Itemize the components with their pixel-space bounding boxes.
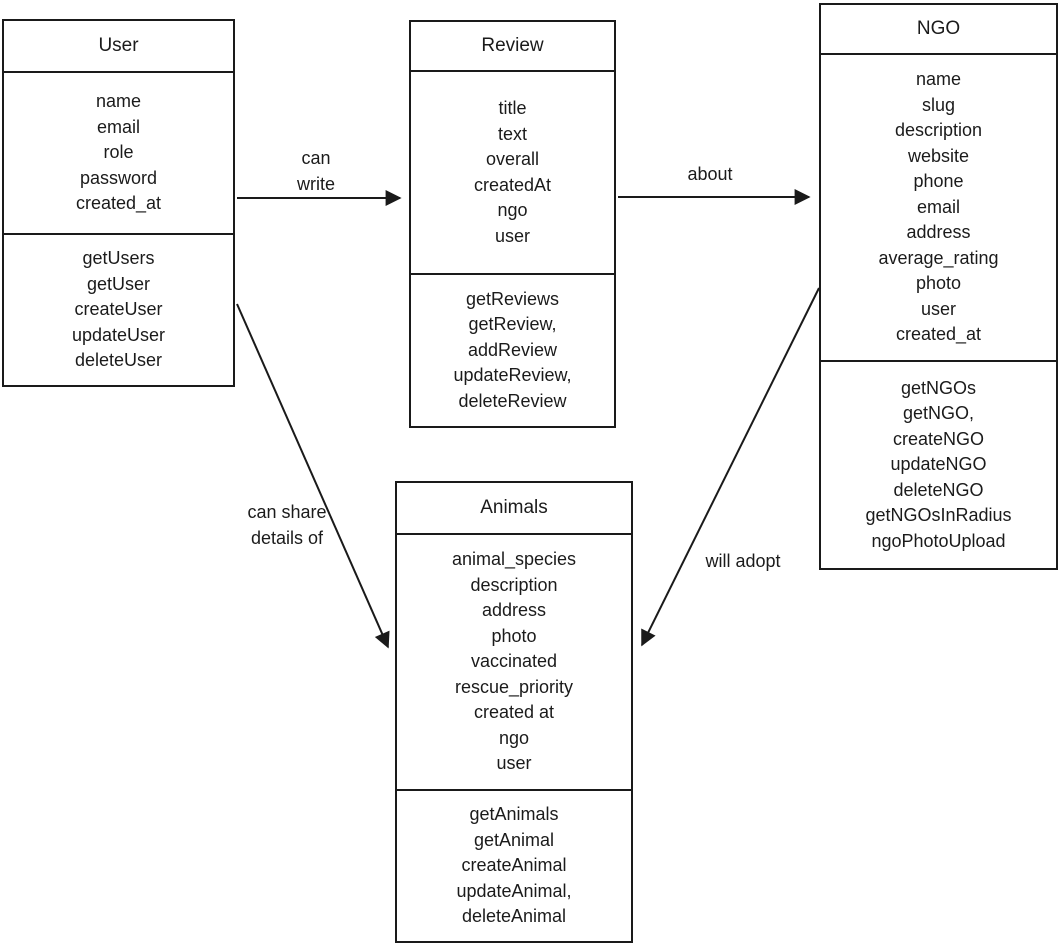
entity-user-attributes: name email role password created_at <box>4 73 233 235</box>
attribute: ngo <box>497 200 528 220</box>
edge-label-will-adopt: will adopt <box>691 549 795 575</box>
edge-label-can-share-details-of: can share details of <box>217 500 357 551</box>
edge-label-line: about <box>687 164 733 184</box>
method: getAnimals <box>469 804 559 825</box>
method: createAnimal <box>461 855 567 876</box>
entity-review: Review title text overall createdAt ngo … <box>409 20 616 428</box>
attribute: created_at <box>895 324 982 345</box>
method: getReview, <box>468 314 557 335</box>
method: deleteAnimal <box>461 906 567 927</box>
method: deleteNGO <box>893 479 984 500</box>
entity-user-title: User <box>4 21 233 73</box>
attribute: ngo <box>498 727 530 748</box>
attribute: name <box>95 91 142 112</box>
method: createNGO <box>892 428 985 449</box>
attribute: createdAt <box>473 174 552 195</box>
entity-animals-attributes: animal_species description address photo… <box>397 535 631 791</box>
method: getNGOs <box>900 377 977 398</box>
attribute: password <box>79 167 158 188</box>
attribute: photo <box>491 625 537 646</box>
method: getNGO, <box>902 403 975 424</box>
attribute: email <box>916 196 960 217</box>
entity-review-attributes: title text overall createdAt ngo user <box>411 72 614 275</box>
attribute: vaccinated <box>470 651 558 672</box>
method: getUsers <box>82 248 155 269</box>
attribute: address <box>481 600 547 621</box>
attribute: photo <box>915 273 962 294</box>
edge-label-about: about <box>670 162 750 188</box>
attribute: user <box>920 298 956 319</box>
arrow-user-to-animals <box>236 303 390 649</box>
edge-label-line: details of <box>250 527 324 548</box>
edge-label-line: will adopt <box>705 551 781 571</box>
attribute: overall <box>485 149 540 169</box>
attribute: role <box>103 142 134 163</box>
entity-review-title: Review <box>411 22 614 72</box>
method: updateAnimal, <box>456 880 572 901</box>
arrow-ngo-to-animals <box>641 287 820 647</box>
entity-animals-title: Animals <box>397 483 631 535</box>
method: updateUser <box>71 324 166 345</box>
edge-label-can-write: can write <box>276 146 356 197</box>
attribute: user <box>496 753 532 774</box>
attribute: created at <box>473 702 555 723</box>
attribute: slug <box>921 94 956 115</box>
entity-ngo-attributes: name slug description website phone emai… <box>821 55 1056 362</box>
entity-animals: Animals animal_species description addre… <box>395 481 633 943</box>
method: getReviews <box>465 288 560 309</box>
method: addReview <box>467 339 558 360</box>
edge-label-line: can <box>301 148 331 168</box>
method: deleteReview <box>458 390 567 411</box>
attribute: average_rating <box>878 247 999 268</box>
attribute: email <box>96 116 140 137</box>
edge-label-line: can share <box>247 502 327 522</box>
attribute: address <box>906 222 971 243</box>
attribute: description <box>894 120 983 141</box>
attribute: website <box>907 145 970 166</box>
method: getAnimal <box>473 829 555 850</box>
attribute: title <box>498 98 527 118</box>
entity-ngo-methods: getNGOs getNGO, createNGO updateNGO dele… <box>821 362 1056 568</box>
entity-user-methods: getUsers getUser createUser updateUser d… <box>4 235 233 385</box>
method: getUser <box>86 273 151 294</box>
method: createUser <box>74 299 163 320</box>
attribute: phone <box>913 171 964 192</box>
entity-user: User name email role password created_at… <box>2 19 235 387</box>
attribute: rescue_priority <box>454 676 574 697</box>
entity-animals-methods: getAnimals getAnimal createAnimal update… <box>397 791 631 941</box>
attribute: animal_species <box>451 549 577 570</box>
entity-review-methods: getReviews getReview, addReview updateRe… <box>411 275 614 426</box>
method: deleteUser <box>74 350 163 371</box>
method: updateNGO <box>890 454 987 475</box>
edge-label-line: write <box>296 173 335 194</box>
method: updateReview, <box>453 365 572 386</box>
attribute: text <box>497 123 527 144</box>
attribute: name <box>915 69 962 90</box>
method: ngoPhotoUpload <box>871 530 1006 551</box>
attribute: user <box>494 225 530 246</box>
entity-ngo: NGO name slug description website phone … <box>819 3 1058 570</box>
entity-ngo-title: NGO <box>821 5 1056 55</box>
method: getNGOsInRadius <box>865 505 1012 526</box>
attribute: description <box>470 574 558 595</box>
attribute: created_at <box>75 193 162 214</box>
